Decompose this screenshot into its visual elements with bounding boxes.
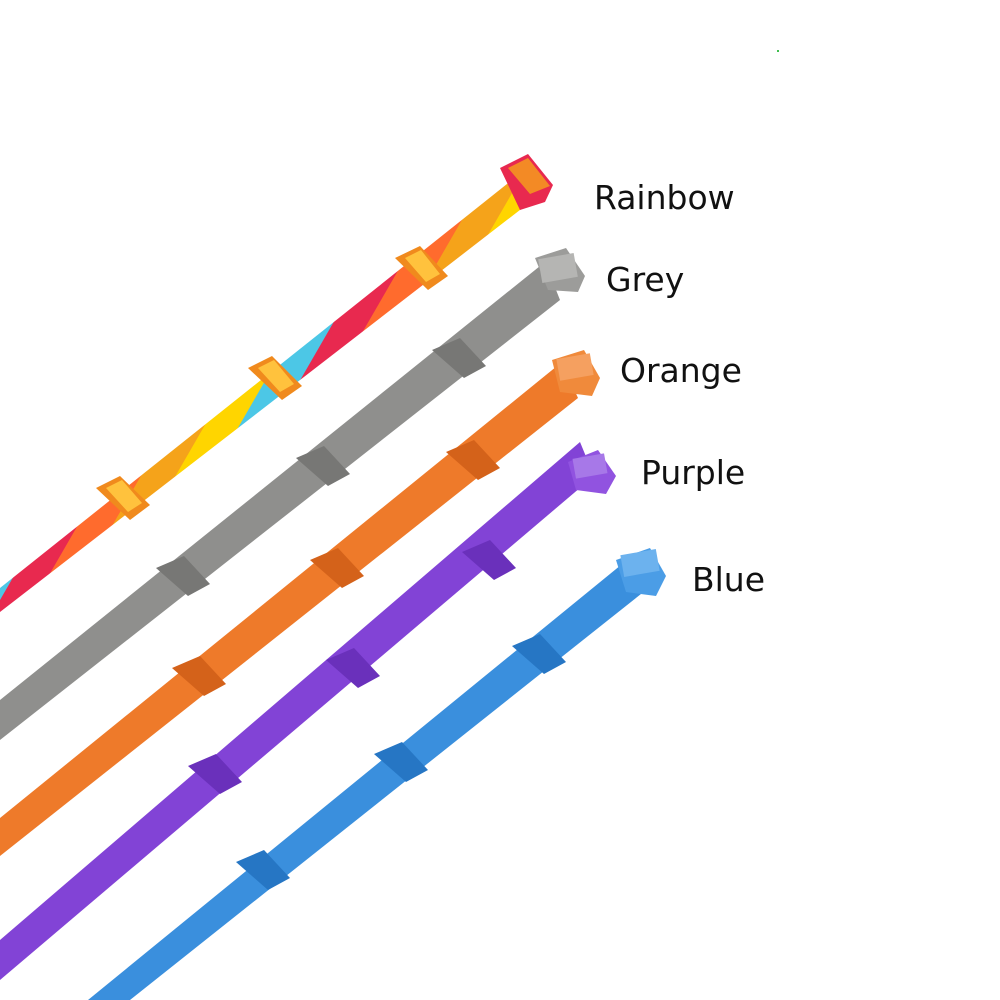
strap-grey <box>0 248 585 740</box>
label-blue: Blue <box>692 560 766 599</box>
strap-orange <box>0 350 600 856</box>
label-orange: Orange <box>620 351 742 390</box>
strap-rainbow <box>0 154 553 612</box>
strap-loop <box>395 246 448 290</box>
strap-loop <box>310 548 364 588</box>
strap-loop <box>326 648 380 688</box>
strap-loop <box>374 742 428 782</box>
strap-loop <box>188 754 242 794</box>
strap-blue <box>88 548 666 1000</box>
label-purple: Purple <box>641 453 746 492</box>
strap-purple <box>0 442 616 980</box>
label-grey: Grey <box>606 260 685 299</box>
strap-loop <box>462 540 516 580</box>
strap-loop <box>446 440 500 480</box>
label-rainbow: Rainbow <box>594 178 735 217</box>
strap-loop <box>172 656 226 696</box>
strap-loop <box>96 476 150 520</box>
strap-loop <box>156 556 210 596</box>
strap-loop <box>512 634 566 674</box>
strap-loop <box>236 850 290 890</box>
decorative-dot <box>777 50 779 52</box>
strap-loop <box>296 446 350 486</box>
strap-loop <box>248 356 302 400</box>
strap-loop <box>432 338 486 378</box>
